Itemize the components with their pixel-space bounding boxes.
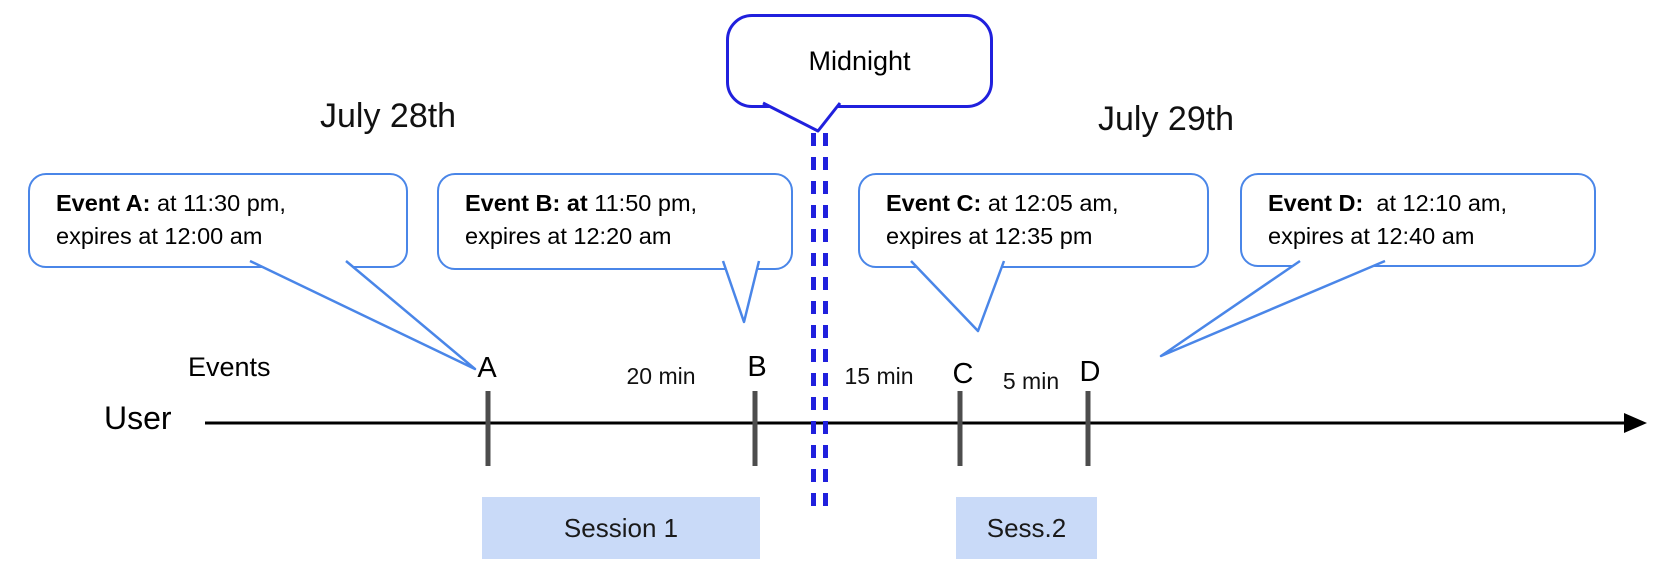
- session-2-box: Sess.2: [956, 497, 1097, 559]
- tick-label-c: C: [952, 358, 974, 390]
- event-c-line2: expires at 12:35 pm: [886, 223, 1093, 249]
- event-d-line2: expires at 12:40 am: [1268, 223, 1475, 249]
- event-b-line1: Event B: at 11:50 pm,: [465, 187, 777, 220]
- event-c-time: at 12:05 am,: [981, 190, 1119, 216]
- session-1-box: Session 1: [482, 497, 760, 559]
- event-a-callout: Event A: at 11:30 pm, expires at 12:00 a…: [28, 173, 408, 268]
- event-b-callout-tail: [721, 260, 761, 324]
- interval-label-20min: 20 min: [626, 363, 696, 389]
- event-b-line2: expires at 12:20 am: [465, 223, 672, 249]
- event-d-callout-tail: [1159, 259, 1386, 358]
- tick-label-d: D: [1079, 356, 1101, 388]
- tick-label-b: B: [747, 351, 767, 383]
- event-a-time: at 11:30 pm,: [150, 190, 286, 216]
- event-c-callout: Event C: at 12:05 am, expires at 12:35 p…: [858, 173, 1209, 268]
- event-d-line1: Event D: at 12:10 am,: [1268, 187, 1580, 220]
- interval-label-5min: 5 min: [1002, 368, 1060, 394]
- event-d-time: at 12:10 am,: [1363, 190, 1508, 216]
- event-a-line2: expires at 12:00 am: [56, 223, 263, 249]
- event-b-title: Event B: at: [465, 190, 588, 216]
- user-axis-label: User: [104, 400, 172, 436]
- tick-label-a: A: [477, 352, 497, 384]
- timeline-arrowhead-icon: [1624, 413, 1647, 433]
- event-b-time: 11:50 pm,: [587, 190, 698, 216]
- date-label-july-29: July 29th: [1098, 100, 1235, 138]
- date-label-july-28: July 28th: [320, 97, 457, 135]
- session-1-label: Session 1: [563, 512, 679, 543]
- midnight-dashed-line: [811, 133, 828, 506]
- interval-label-15min: 15 min: [844, 363, 914, 389]
- event-c-line1: Event C: at 12:05 am,: [886, 187, 1193, 220]
- event-a-title: Event A:: [56, 190, 151, 216]
- event-b-callout: Event B: at 11:50 pm, expires at 12:20 a…: [437, 173, 793, 270]
- event-d-title: Event D:: [1268, 190, 1364, 216]
- midnight-callout-label: Midnight: [808, 45, 911, 76]
- event-a-callout-tail: [249, 259, 477, 371]
- events-axis-label: Events: [188, 352, 271, 382]
- timeline-arrow: [205, 413, 1647, 433]
- midnight-callout: Midnight: [726, 14, 993, 108]
- event-d-callout: Event D: at 12:10 am, expires at 12:40 a…: [1240, 173, 1596, 267]
- event-c-title: Event C:: [886, 190, 982, 216]
- event-a-line1: Event A: at 11:30 pm,: [56, 187, 392, 220]
- session-2-label: Sess.2: [986, 512, 1067, 543]
- event-c-callout-tail: [910, 260, 1006, 333]
